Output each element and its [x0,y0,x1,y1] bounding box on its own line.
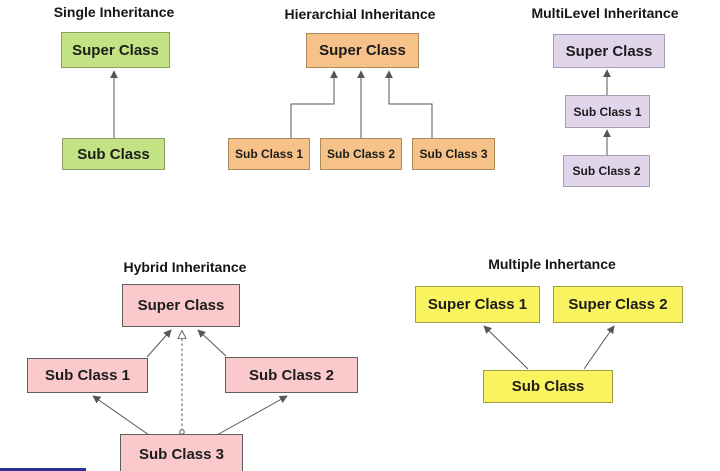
hybrid-sub3-to-sub2-arrow [216,395,288,436]
multiple-super-class-1-box: Super Class 1 [415,286,540,323]
multilevel-super-class-box: Super Class [553,34,665,68]
hybrid-sub3-to-sub1-arrow [92,395,150,436]
hybrid-sub-class-2-box: Sub Class 2 [225,357,358,393]
hierarchical-sub-class-1-box: Sub Class 1 [228,138,310,170]
hierarchical-inheritance-title: Hierarchial Inheritance [284,6,436,22]
hierarchical-sub1-to-super-arrow [290,70,338,138]
multilevel-sub-class-1-box: Sub Class 1 [565,95,650,128]
multilevel-inheritance-title: MultiLevel Inheritance [531,5,679,21]
multiple-sub-class-box: Sub Class [483,370,613,403]
hierarchical-super-class-box: Super Class [306,33,419,68]
multiple-sub-to-super1-arrow [483,325,529,370]
multiple-inheritance-title: Multiple Inhertance [488,256,616,272]
hierarchical-sub-class-3-box: Sub Class 3 [412,138,495,170]
hybrid-sub-class-1-box: Sub Class 1 [27,358,148,393]
hierarchical-sub3-to-super-arrow [385,70,433,138]
hybrid-super-class-box: Super Class [122,284,240,327]
bottom-left-blue-strip [0,468,86,471]
multiple-sub-to-super2-arrow [583,325,615,370]
hierarchical-sub-class-2-box: Sub Class 2 [320,138,402,170]
hybrid-sub-class-3-box: Sub Class 3 [120,434,243,471]
multilevel-sub-class-2-box: Sub Class 2 [563,155,650,187]
hybrid-sub1-to-super-arrow [146,329,172,358]
hybrid-sub2-to-super-arrow [197,329,227,357]
single-inheritance-title: Single Inheritance [53,4,175,20]
single-sub-class-box: Sub Class [62,138,165,170]
hybrid-inheritance-title: Hybrid Inheritance [123,259,247,275]
multiple-super-class-2-box: Super Class 2 [553,286,683,323]
single-super-class-box: Super Class [61,32,170,68]
